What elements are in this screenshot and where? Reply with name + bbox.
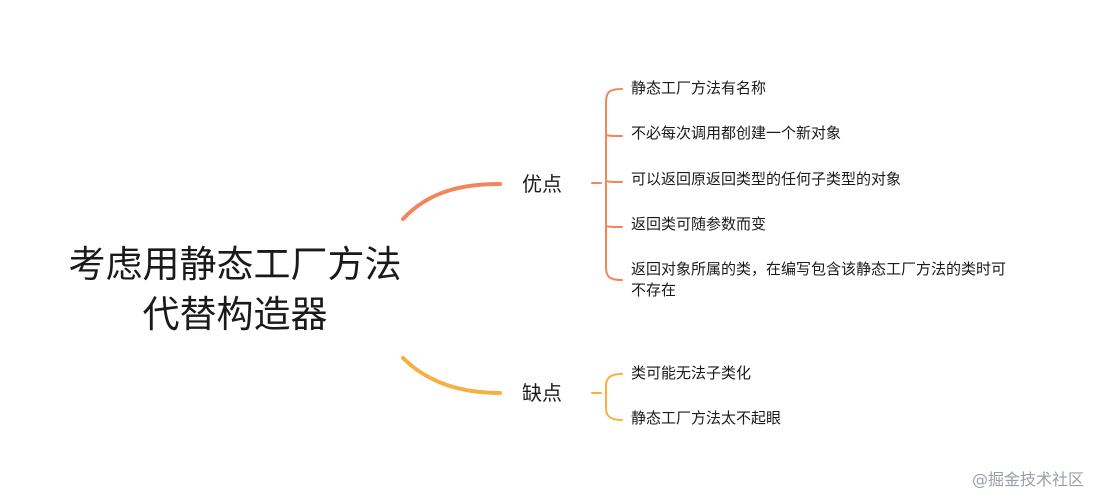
central-topic-line2: 代替构造器 <box>142 293 328 336</box>
pros-item: 不必每次调用都创建一个新对象 <box>631 124 842 142</box>
pros-item: 静态工厂方法有名称 <box>631 79 767 97</box>
cons-item: 类可能无法子类化 <box>631 364 752 382</box>
pros-item: 可以返回原返回类型的任何子类型的对象 <box>631 170 902 188</box>
bracket-pros <box>591 88 623 281</box>
connector-cons <box>401 356 502 395</box>
watermark: @掘金技术社区 <box>971 470 1084 489</box>
branch-pros: 优点 <box>522 172 562 196</box>
central-topic: 考虑用静态工厂方法 代替构造器 <box>50 240 420 340</box>
bracket-cons <box>591 373 623 421</box>
central-topic-line1: 考虑用静态工厂方法 <box>68 243 402 286</box>
connector-pros <box>401 182 502 221</box>
branch-cons: 缺点 <box>522 381 562 405</box>
cons-item: 静态工厂方法太不起眼 <box>631 409 782 427</box>
pros-item: 返回类可随参数而变 <box>631 215 767 233</box>
pros-item: 返回对象所属的类，在编写包含该静态工厂方法的类时可不存在 <box>631 260 1007 299</box>
